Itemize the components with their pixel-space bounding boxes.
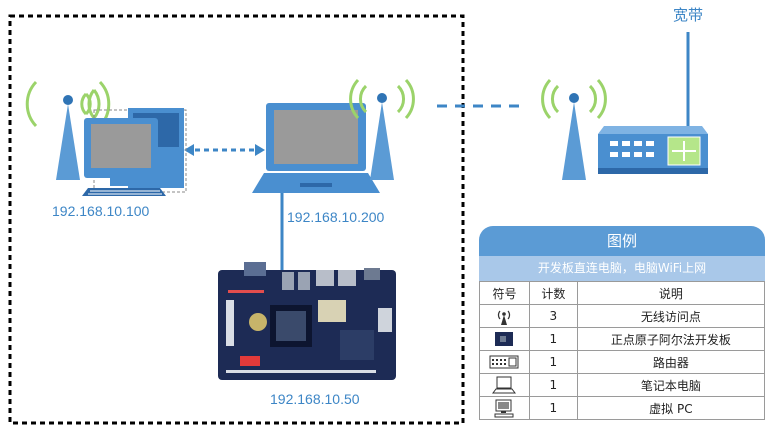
dev-board-icon xyxy=(218,262,396,380)
legend-row: 3 无线访问点 xyxy=(479,304,766,328)
arrow-left-icon xyxy=(184,144,194,156)
legend-count: 3 xyxy=(528,304,578,328)
dev-board-icon xyxy=(495,332,514,346)
laptop-icon xyxy=(252,103,380,193)
legend-count: 1 xyxy=(528,350,578,374)
legend-header-row: 符号 计数 说明 xyxy=(479,281,766,305)
board-ip-label: 192.168.10.50 xyxy=(270,391,360,407)
legend-count: 1 xyxy=(528,373,578,397)
legend-header-desc: 说明 xyxy=(576,281,766,305)
pc-ip-label: 192.168.10.100 xyxy=(52,203,150,219)
legend-row: 1 虚拟 PC xyxy=(479,396,766,420)
laptop-icon xyxy=(492,376,517,394)
wireless-access-point-icon xyxy=(25,80,111,180)
legend-row: 1 路由器 xyxy=(479,350,766,374)
arrow-right-icon xyxy=(255,144,265,156)
legend-header-symbol: 符号 xyxy=(479,281,530,305)
legend-subtitle: 开发板直连电脑，电脑WiFi上网 xyxy=(479,256,765,281)
legend-desc: 路由器 xyxy=(576,350,766,374)
virtual-pc-icon xyxy=(82,108,187,196)
virtual-pc-icon xyxy=(494,399,514,418)
broadband-label: 宽带 xyxy=(672,7,704,24)
legend-count: 1 xyxy=(528,396,578,420)
legend-desc: 虚拟 PC xyxy=(576,396,766,420)
legend-desc: 笔记本电脑 xyxy=(576,373,766,397)
legend-desc: 无线访问点 xyxy=(576,304,766,328)
legend-title: 图例 xyxy=(479,226,765,256)
wireless-access-point-icon xyxy=(349,78,415,180)
wireless-access-point-icon xyxy=(498,310,511,325)
local-network-boundary xyxy=(8,14,465,425)
legend-desc: 正点原子阿尔法开发板 xyxy=(576,327,766,351)
router-icon xyxy=(489,355,519,369)
legend-row: 1 笔记本电脑 xyxy=(479,373,766,397)
wireless-access-point-icon xyxy=(541,78,607,180)
legend-count: 1 xyxy=(528,327,578,351)
legend-row: 1 正点原子阿尔法开发板 xyxy=(479,327,766,351)
legend-header-count: 计数 xyxy=(528,281,578,305)
router-icon xyxy=(598,126,708,174)
legend: 图例 开发板直连电脑，电脑WiFi上网 符号 计数 说明 3 无线访问点 1 正… xyxy=(479,226,766,424)
laptop-ip-label: 192.168.10.200 xyxy=(287,209,385,225)
legend-table: 符号 计数 说明 3 无线访问点 1 正点原子阿尔法开发板 xyxy=(479,281,766,420)
